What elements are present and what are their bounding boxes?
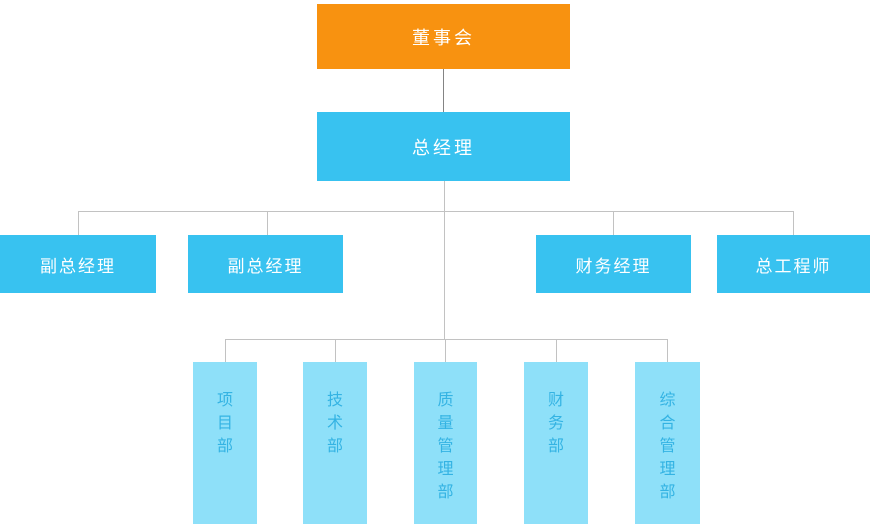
connector-level3-drop-2	[267, 211, 268, 235]
connector-level4-drop-4	[556, 339, 557, 362]
node-label: 综合管理部	[659, 390, 676, 501]
node-label: 技术部	[326, 390, 343, 455]
connector-level3-drop-1	[78, 211, 79, 235]
node-label: 总工程师	[755, 256, 832, 277]
connector-level3-drop-4	[793, 211, 794, 235]
node-dept-finance: 财务部	[524, 362, 588, 524]
node-label: 副总经理	[227, 256, 304, 277]
connector-level3-rail	[78, 211, 794, 212]
node-label: 副总经理	[40, 256, 116, 277]
node-deputy-general-manager-2: 副总经理	[188, 235, 343, 293]
node-dept-technology: 技术部	[303, 362, 367, 524]
connector-level4-drop-3	[445, 339, 446, 362]
node-dept-quality-management: 质量管理部	[414, 362, 477, 524]
node-finance-manager: 财务经理	[536, 235, 691, 293]
connector-gm-trunk	[444, 181, 445, 339]
node-board-of-directors: 董事会	[317, 4, 570, 69]
connector-level4-drop-5	[667, 339, 668, 362]
connector-board-to-gm	[443, 69, 444, 112]
node-label: 项目部	[216, 390, 233, 455]
node-label: 质量管理部	[437, 390, 454, 501]
node-deputy-general-manager-1: 副总经理	[0, 235, 156, 293]
connector-level3-drop-3	[613, 211, 614, 235]
node-label: 董事会	[412, 27, 475, 49]
node-label: 财务经理	[575, 256, 652, 277]
connector-level4-rail	[225, 339, 667, 340]
node-general-manager: 总经理	[317, 112, 570, 181]
node-dept-project: 项目部	[193, 362, 257, 524]
node-chief-engineer: 总工程师	[717, 235, 870, 293]
connector-level4-drop-2	[335, 339, 336, 362]
connector-level4-drop-1	[225, 339, 226, 362]
node-label: 财务部	[547, 390, 564, 455]
node-label: 总经理	[412, 137, 475, 159]
node-dept-general-management: 综合管理部	[635, 362, 700, 524]
